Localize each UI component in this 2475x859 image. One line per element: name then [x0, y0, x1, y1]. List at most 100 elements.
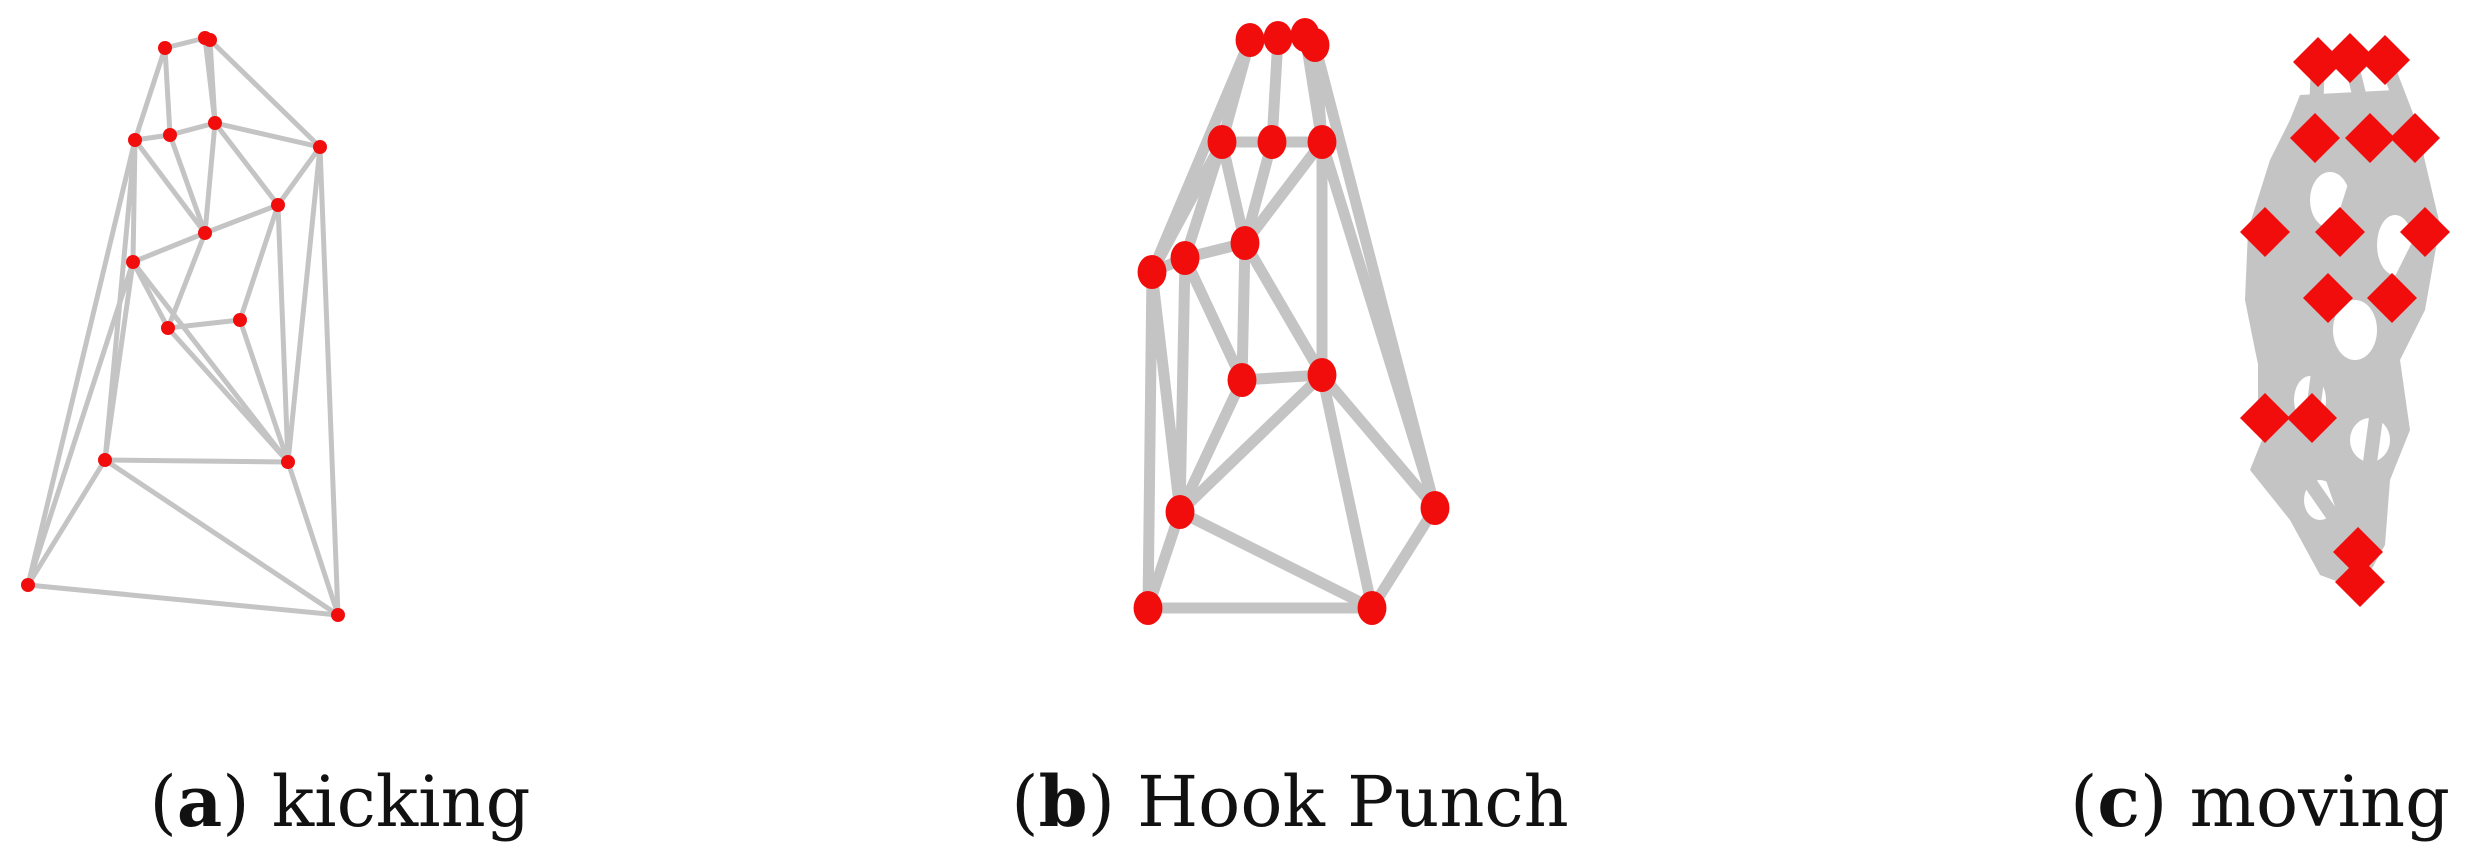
moving-joint-node — [2345, 113, 2395, 163]
moving-joint-node — [2400, 207, 2450, 257]
hook-punch-edge — [1174, 252, 1191, 518]
kicking-edge — [237, 317, 291, 465]
caption-b: (b) Hook Punch — [1011, 760, 1569, 843]
kicking-joint-node — [203, 33, 217, 47]
panel-c-moving-graph — [2240, 33, 2450, 607]
moving-joint-node — [2303, 273, 2353, 323]
kicking-joint-node — [128, 133, 142, 147]
caption-c: (c) moving — [2070, 760, 2450, 843]
caption-b-label: Hook Punch — [1137, 761, 1569, 843]
hook-punch-edge — [1142, 506, 1186, 614]
hook-punch-edge — [1309, 39, 1441, 514]
hook-punch-joint-node — [1230, 226, 1260, 260]
kicking-joint-node — [233, 313, 247, 327]
kicking-joint-node — [198, 226, 212, 240]
kicking-joint-node — [21, 578, 35, 592]
hook-punch-edge — [1174, 374, 1248, 518]
hook-punch-edge — [1316, 369, 1378, 614]
kicking-edge — [317, 144, 341, 618]
kicking-edge — [130, 259, 291, 465]
moving-joint-node — [2325, 33, 2375, 83]
kicking-joint-node — [163, 128, 177, 142]
caption-a: (a) kicking — [149, 760, 531, 843]
kicking-edge — [130, 230, 208, 265]
hook-punch-edge — [1236, 237, 1251, 386]
hook-punch-joint-node — [1357, 591, 1387, 625]
kicking-joint-node — [271, 198, 285, 212]
kicking-edge — [25, 457, 108, 588]
hook-punch-joint-node — [1300, 28, 1330, 62]
moving-joint-node — [2335, 557, 2385, 607]
moving-joint-node — [2333, 527, 2383, 577]
hook-punch-edge — [1142, 266, 1158, 614]
hook-punch-joint-node — [1420, 491, 1450, 525]
kicking-edge — [102, 457, 341, 618]
hook-punch-joint-node — [1235, 23, 1265, 57]
hook-punch-edge — [1239, 136, 1328, 249]
hook-punch-joint-node — [1207, 125, 1237, 159]
kicking-joint-node — [98, 453, 112, 467]
kicking-joint-node — [208, 116, 222, 130]
kicking-joint-node — [281, 455, 295, 469]
kicking-edge — [207, 37, 218, 126]
kicking-edge — [285, 459, 341, 618]
hook-punch-edge — [1266, 32, 1284, 148]
moving-joint-node — [2240, 393, 2290, 443]
hook-punch-joint-node — [1170, 241, 1200, 275]
kicking-edge — [165, 325, 291, 465]
kicking-edge — [167, 120, 218, 138]
hook-punch-joint-node — [1137, 255, 1167, 289]
hook-punch-joint-node — [1263, 21, 1293, 55]
moving-joint-node — [2315, 207, 2365, 257]
kicking-joint-node — [161, 321, 175, 335]
moving-joint-node — [2367, 273, 2417, 323]
kicking-edge — [202, 120, 218, 236]
kicking-joint-node — [158, 41, 172, 55]
hook-punch-joint-node — [1133, 591, 1163, 625]
moving-joint-node — [2240, 207, 2290, 257]
moving-edge — [2258, 411, 2365, 559]
caption-b-letter: b — [1038, 760, 1088, 843]
hook-punch-edge — [1174, 369, 1328, 518]
kicking-joint-node — [313, 140, 327, 154]
kicking-edge — [25, 582, 341, 618]
hook-punch-edge — [1366, 502, 1441, 614]
kicking-edge — [162, 45, 173, 138]
caption-a-label: kicking — [271, 761, 531, 843]
kicking-edge — [102, 457, 291, 465]
panel-b-hook-punch-graph — [1133, 18, 1450, 625]
hook-punch-edge — [1179, 252, 1248, 386]
kicking-edge — [202, 202, 281, 236]
kicking-edge — [132, 137, 208, 236]
hook-punch-joint-node — [1307, 358, 1337, 392]
kicking-edge — [25, 137, 138, 588]
kicking-edge — [275, 144, 323, 208]
kicking-edge — [25, 259, 136, 588]
hook-punch-edge — [1239, 237, 1328, 381]
kicking-joint-node — [126, 255, 140, 269]
hook-punch-joint-node — [1307, 125, 1337, 159]
moving-joint-node — [2360, 35, 2410, 85]
moving-joint-node — [2290, 113, 2340, 163]
kicking-edge — [207, 37, 323, 150]
moving-joint-node — [2390, 113, 2440, 163]
kicking-edge — [132, 45, 168, 143]
kicking-edge — [285, 144, 323, 465]
kicking-edge — [275, 202, 291, 465]
moving-mesh-gap — [2333, 300, 2377, 360]
caption-c-letter: c — [2097, 760, 2141, 843]
hook-punch-edge — [1179, 136, 1228, 264]
caption-c-label: moving — [2189, 761, 2450, 843]
kicking-edge — [212, 120, 323, 150]
hook-punch-edge — [1316, 369, 1441, 514]
moving-edge — [2351, 291, 2399, 559]
hook-punch-joint-node — [1165, 495, 1195, 529]
moving-joint-node — [2293, 37, 2343, 87]
panel-a-kicking-graph — [21, 31, 345, 622]
hook-punch-edge — [1239, 136, 1278, 249]
caption-a-letter: a — [176, 760, 223, 843]
hook-punch-edge — [1216, 136, 1251, 249]
hook-punch-joint-node — [1227, 363, 1257, 397]
kicking-joint-node — [331, 608, 345, 622]
